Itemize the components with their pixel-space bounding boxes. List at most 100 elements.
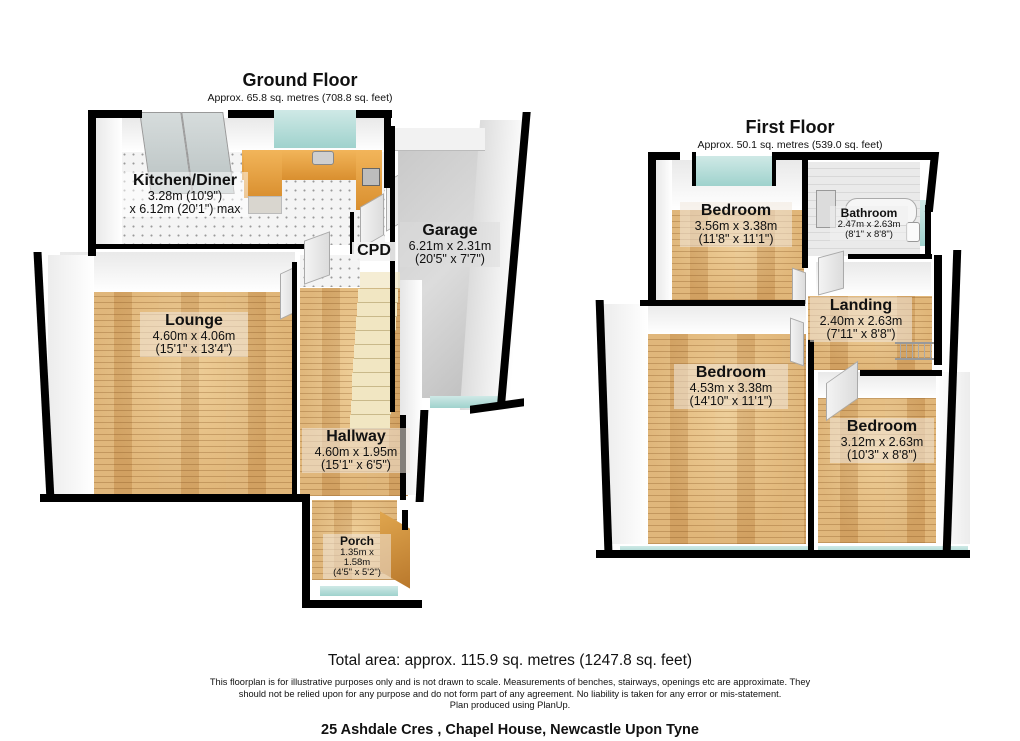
room-name: Bathroom	[840, 206, 898, 220]
wall	[88, 110, 96, 256]
wall	[925, 205, 931, 257]
room-dimensions: (15'1" x 13'4")	[155, 341, 233, 356]
lounge-back-wall	[60, 252, 295, 292]
room-label-bathroom: Bathroom 2.47m x 2.63m (8'1" x 8'8")	[830, 206, 908, 241]
room-label-porch: Porch 1.35m x 1.58m (4'5" x 5'2")	[323, 534, 391, 579]
room-label-hallway: Hallway 4.60m x 1.95m (15'1" x 6'5")	[302, 428, 410, 474]
room-dimensions: 1.35m x 1.58m	[340, 546, 374, 568]
room-name: Garage	[422, 222, 478, 239]
room-label-bedroom-3: Bedroom 3.12m x 2.63m (10'3" x 8'8")	[830, 418, 934, 464]
room-name: CPD	[357, 242, 391, 259]
room-dimensions: (14'10" x 11'1")	[689, 393, 773, 408]
wall	[402, 510, 408, 530]
kitchen-cupboard	[248, 196, 282, 214]
room-dimensions: 4.60m x 1.95m	[314, 444, 398, 459]
room-dimensions: (7'11" x 8'8")	[826, 326, 896, 341]
lounge-floor	[92, 290, 292, 495]
room-dimensions: (8'1" x 8'8")	[845, 228, 893, 240]
room-label-lounge: Lounge 4.60m x 4.06m (15'1" x 13'4")	[140, 312, 248, 358]
wall	[692, 152, 696, 186]
wall	[924, 152, 940, 212]
kitchen-worktop-left	[244, 150, 282, 198]
room-dimensions: (10'3" x 8'8")	[847, 447, 917, 462]
room-dimensions: (11'8" x 11'1")	[698, 231, 774, 246]
room-name: Lounge	[165, 312, 223, 329]
wall	[848, 254, 932, 259]
room-dimensions: (4'5" x 5'2")	[333, 566, 381, 578]
total-area: Total area: approx. 115.9 sq. metres (12…	[327, 652, 693, 669]
ground-floor-plan: Kitchen/Diner 3.28m (10'9") x 6.12m (20'…	[0, 0, 560, 620]
hob-icon	[362, 168, 380, 186]
wall	[292, 262, 297, 498]
garage-back-wall	[395, 128, 485, 151]
staircase	[350, 272, 400, 442]
room-dimensions: x 6.12m (20'1") max	[129, 201, 241, 216]
wall	[814, 550, 970, 558]
wall	[302, 600, 422, 608]
room-name: Kitchen/Diner	[132, 172, 237, 189]
disclaimer-line: should not be relied upon for any purpos…	[238, 688, 782, 699]
wall	[772, 152, 776, 186]
wall	[390, 126, 395, 412]
room-label-cpd: CPD	[352, 242, 396, 261]
bedroom-2-back-wall	[640, 304, 806, 334]
wall	[648, 152, 656, 304]
toilet-icon	[906, 222, 920, 242]
ground-floor-title: Ground Floor	[242, 70, 358, 90]
room-label-kitchen-diner: Kitchen/Diner 3.28m (10'9") x 6.12m (20'…	[122, 172, 248, 218]
bedroom-1-left-wall	[654, 160, 672, 300]
wall	[596, 550, 808, 558]
room-dimensions: 3.28m (10'9")	[147, 188, 223, 203]
wall	[650, 152, 680, 160]
sink-icon	[312, 151, 334, 165]
kitchen-left-wall	[92, 118, 122, 246]
wall	[808, 340, 814, 558]
wall	[640, 300, 805, 306]
bedroom-1-window	[694, 156, 774, 186]
room-name: Bedroom	[695, 364, 767, 381]
disclaimer-line: This floorplan is for illustrative purpo…	[209, 677, 811, 687]
wall	[802, 160, 808, 268]
room-label-bedroom-1: Bedroom 3.56m x 3.38m (11'8" x 11'1")	[680, 202, 792, 248]
first-floor-plan: Bedroom 3.56m x 3.38m (11'8" x 11'1") Ba…	[595, 152, 970, 558]
wall	[775, 152, 935, 160]
disclaimer-line: Plan produced using PlanUp.	[449, 700, 571, 710]
wall	[860, 370, 942, 376]
disclaimer: This floorplan is for illustrative purpo…	[170, 677, 850, 712]
room-name: Landing	[829, 297, 893, 314]
room-dimensions: 2.40m x 2.63m	[819, 313, 903, 328]
room-name: Porch	[339, 534, 374, 548]
first-floor-area: Approx. 50.1 sq. metres (539.0 sq. feet)	[697, 139, 883, 151]
wall	[384, 110, 391, 188]
wall	[302, 494, 310, 606]
property-address: 25 Ashdale Cres , Chapel House, Newcastl…	[321, 722, 699, 738]
room-label-landing: Landing 2.40m x 2.63m (7'11" x 8'8")	[810, 297, 912, 343]
room-dimensions: 6.21m x 2.31m	[408, 238, 492, 253]
wall	[92, 244, 304, 249]
room-dimensions: 4.60m x 4.06m	[152, 328, 236, 343]
porch-window	[320, 586, 398, 596]
bedroom-2-left-wall	[604, 304, 648, 544]
kitchen-window-back	[274, 110, 356, 148]
room-dimensions: 2.47m x 2.63m	[837, 218, 901, 230]
landing-banister	[895, 342, 935, 360]
ground-floor-area: Approx. 65.8 sq. metres (708.8 sq. feet)	[207, 92, 393, 104]
wall	[350, 212, 354, 254]
wall	[92, 110, 142, 118]
room-label-garage: Garage 6.21m x 2.31m (20'5" x 7'7")	[400, 222, 500, 268]
room-dimensions: (20'5" x 7'7")	[415, 251, 485, 266]
first-floor-title: First Floor	[745, 117, 835, 137]
room-name: Bedroom	[846, 418, 918, 435]
room-dimensions: (15'1" x 6'5")	[321, 457, 391, 472]
room-name: Hallway	[326, 428, 386, 445]
room-dimensions: 3.12m x 2.63m	[840, 434, 924, 449]
lounge-left-wall	[48, 255, 94, 495]
bathroom-door	[818, 250, 844, 296]
wall	[228, 110, 274, 118]
bathroom-window	[920, 200, 928, 246]
wall	[356, 110, 392, 118]
room-name: Bedroom	[700, 202, 772, 219]
wall	[40, 494, 305, 502]
wall	[934, 255, 942, 365]
bedroom-2-door	[790, 317, 804, 367]
